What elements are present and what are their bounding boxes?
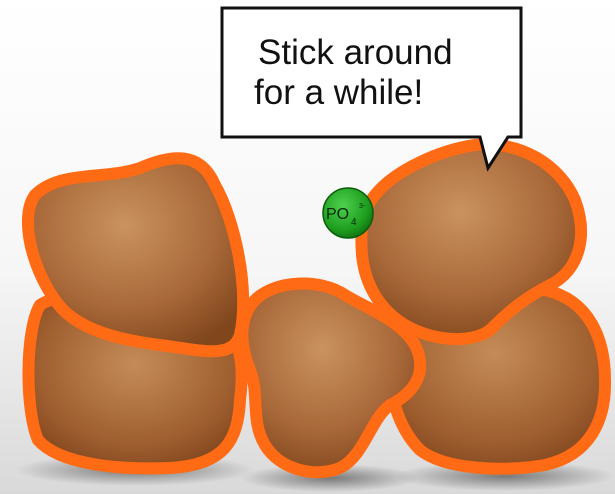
phosphate-ion-charge: 3- [359, 203, 366, 210]
phosphate-ion-symbol: PO [326, 206, 349, 223]
speech-bubble-line-2: for a while! [254, 73, 423, 112]
speech-bubble-line-1: Stick around [258, 33, 453, 72]
phosphate-ion: PO 4 3- [323, 188, 373, 238]
phosphate-ion-subscript: 4 [351, 217, 357, 228]
